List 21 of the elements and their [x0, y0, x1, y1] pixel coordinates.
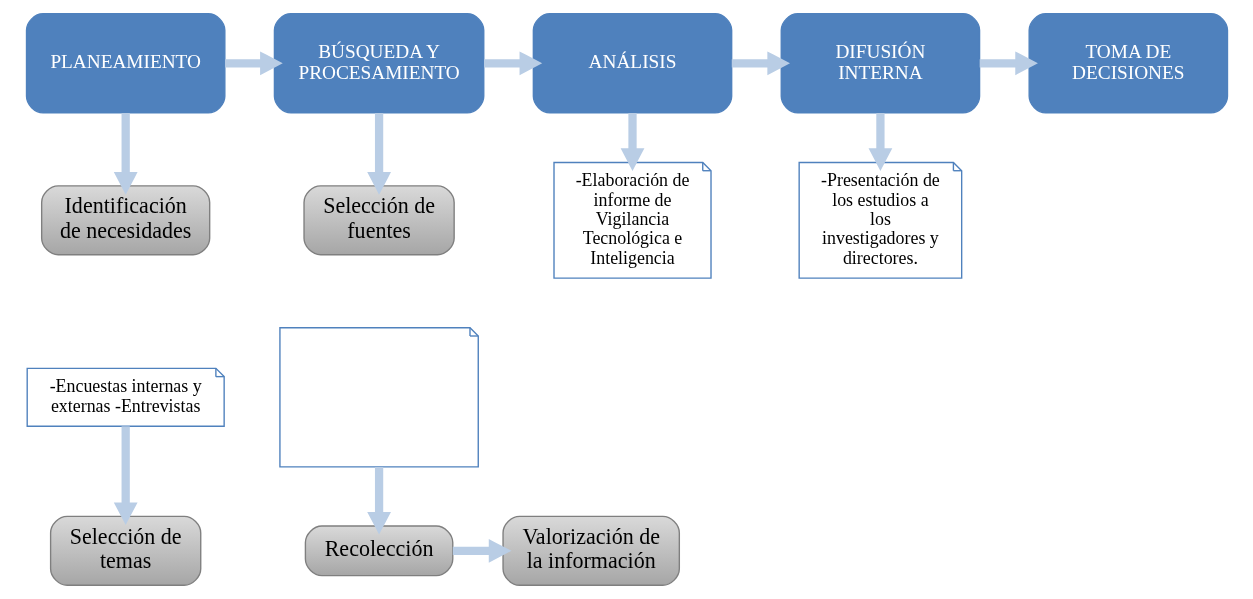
node-box: Identificación de necesidades: [40, 185, 210, 256]
node-box: Selección de fuentes: [302, 185, 455, 256]
node-box: DIFUSIÓN INTERNA: [780, 13, 980, 114]
arrow: [113, 113, 138, 195]
arrow: [979, 51, 1038, 76]
arrow: [366, 467, 391, 535]
arrow: [731, 51, 790, 76]
node-box: Selección de temas: [49, 515, 201, 586]
node-box: ANÁLISIS: [532, 13, 732, 114]
arrow: [483, 51, 542, 76]
arrow: [620, 113, 644, 171]
node-box: PLANEAMIENTO: [25, 13, 226, 114]
node-box: BÚSQUEDA Y PROCESAMIENTO: [273, 13, 484, 114]
node-box: Valorización de la información: [501, 515, 680, 586]
arrow: [224, 51, 283, 76]
arrow: [113, 426, 138, 526]
arrow: [452, 538, 511, 563]
arrow: [366, 113, 391, 195]
arrow: [868, 113, 892, 171]
node-box: Recolección: [304, 525, 453, 577]
node-box: TOMA DE DECISIONES: [1027, 13, 1228, 114]
